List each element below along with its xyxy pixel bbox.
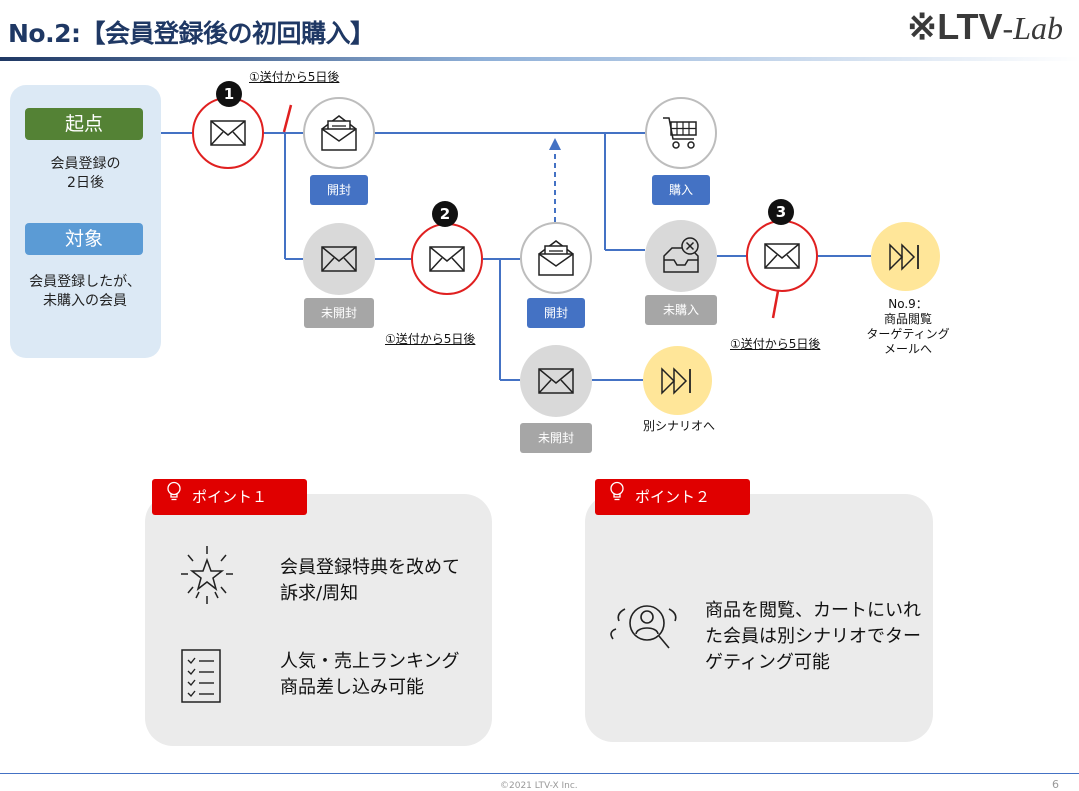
fast-forward-icon (888, 242, 919, 271)
fast-forward-icon (660, 366, 691, 395)
not-purchased-node (645, 220, 717, 292)
logo-suffix: -Lab (1002, 10, 1063, 46)
star-icon-wrap (172, 540, 242, 614)
point1-item1: 会員登録特典を改めて 訴求/周知 (280, 557, 460, 604)
start-text: 会員登録の 2日後 (50, 156, 121, 191)
unopened-badge-2: 未開封 (520, 423, 592, 453)
envelope-icon (764, 243, 800, 269)
target-tag: 対象 (25, 223, 143, 255)
page-title: No.2:【会員登録後の初回購入】 (8, 19, 375, 48)
point2-tag: ポイント２ (595, 479, 750, 515)
opened-node-1 (303, 97, 375, 169)
unopened-node-1 (303, 223, 375, 295)
purchase-node (645, 97, 717, 169)
flow-connectors (161, 104, 871, 381)
inbox-x-icon (663, 237, 699, 273)
other-scenario-node (643, 346, 712, 415)
envelope-icon (429, 246, 465, 272)
logo-brand: LTV (937, 6, 1003, 47)
delay-note-1: ①送付から5日後 (249, 70, 340, 84)
envelope-icon (321, 246, 357, 272)
star-icon (181, 546, 233, 604)
point2-box (585, 494, 933, 742)
unopened-node-2 (520, 345, 592, 417)
user-search-icon (610, 605, 677, 649)
send-mail-3 (746, 220, 818, 292)
purchase-badge: 購入 (652, 175, 710, 205)
point1-box (145, 494, 492, 746)
target-text: 会員登録したが、 未購入の会員 (29, 274, 141, 309)
point2-item1: 商品を閲覧、カートにいれ た会員は別シナリオでター ゲティング可能 (705, 600, 921, 673)
envelope-icon (210, 120, 246, 146)
checklist-icon-wrap (180, 648, 224, 710)
opened-badge-2: 開封 (527, 298, 585, 328)
ltv-lab-logo: ※LTV-Lab (907, 6, 1063, 48)
step-number-1: 1 (216, 81, 242, 107)
checklist-icon (181, 649, 221, 703)
not-purchased-badge: 未購入 (645, 295, 717, 325)
opened-badge-1: 開封 (310, 175, 368, 205)
point1-item2: 人気・売上ランキング 商品差し込み可能 (280, 651, 460, 698)
next-scenario-node (871, 222, 940, 291)
logo-mark: ※ (907, 6, 938, 47)
footer-rule (0, 773, 1079, 774)
delay-note-2: ①送付から5日後 (385, 332, 476, 346)
point1-tag: ポイント１ (152, 479, 307, 515)
copyright: ©2021 LTV-X Inc. (500, 781, 578, 791)
send-mail-1 (192, 97, 264, 169)
point1-label: ポイント１ (192, 488, 268, 506)
step-number-3: 3 (768, 199, 794, 225)
delay-note-3: ①送付から5日後 (730, 337, 821, 351)
lightbulb-icon (610, 481, 624, 500)
step-number-2: 2 (432, 201, 458, 227)
envelope-icon (538, 368, 574, 394)
opened-node-2 (520, 222, 592, 294)
cart-icon (663, 117, 697, 149)
page-number: 6 (1052, 778, 1059, 791)
send-mail-2 (411, 223, 483, 295)
open-envelope-icon (321, 115, 357, 151)
user-search-icon-wrap (607, 597, 691, 665)
open-envelope-icon (538, 240, 574, 276)
unopened-badge-1: 未開封 (304, 298, 374, 328)
point2-label: ポイント２ (635, 488, 711, 506)
other-scenario-caption: 別シナリオへ (642, 419, 715, 433)
lightbulb-icon (167, 481, 181, 500)
next-scenario-caption: No.9： 商品閲覧 ターゲティング メールへ (866, 297, 950, 356)
header-rule (0, 57, 1079, 61)
start-tag: 起点 (25, 108, 143, 140)
